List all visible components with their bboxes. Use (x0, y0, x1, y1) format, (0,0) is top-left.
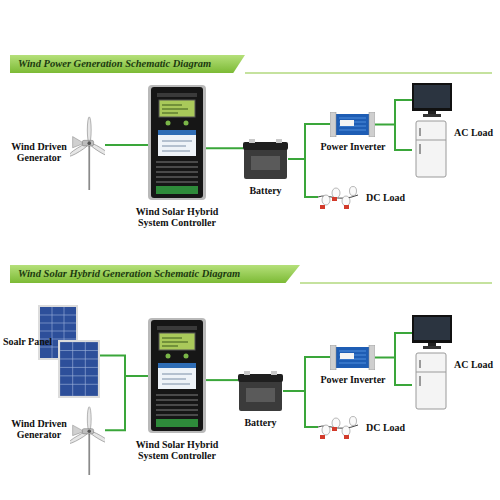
power-wire (105, 376, 148, 430)
power-wire (288, 159, 318, 197)
component-label: Wind Solar Hybrid System Controller (127, 439, 227, 461)
wind-power-illustration (67, 83, 452, 209)
component-label: Wind Driven Generator (8, 141, 70, 163)
component-label: Soalr Panel (3, 336, 63, 347)
tv-image (412, 315, 452, 349)
ac-load: AC Load (412, 315, 452, 410)
section-banner: Wind Power Generation Schematic Diagram (10, 55, 245, 73)
wind-generator: Wind Driven Generator (70, 405, 105, 475)
battery-image (238, 371, 283, 411)
banner-title: Wind Power Generation Schematic Diagram (18, 57, 243, 71)
inverter-image (330, 112, 375, 137)
charge-controller: Wind Solar Hybrid System Controller (148, 85, 206, 200)
power-wire (105, 144, 148, 146)
component-label: Battery (233, 185, 298, 196)
component-label: DC Load (366, 422, 416, 433)
power-wire (206, 379, 238, 381)
power-wire (283, 391, 318, 427)
banner-rule (245, 72, 492, 73)
battery: Battery (238, 370, 283, 412)
component-label: Power Inverter (313, 374, 393, 385)
wind-generator: Wind Driven Generator (70, 115, 105, 190)
solar-panel: Soalr Panel (38, 305, 100, 400)
banner-title: Wind Solar Hybrid Generation Schematic D… (18, 267, 298, 281)
banner-shape (10, 265, 300, 283)
hybrid-controller (148, 318, 206, 433)
dc-load: DC Load (318, 183, 358, 211)
power-inverter: Power Inverter (330, 112, 375, 137)
power-wire (100, 355, 148, 376)
dc-bulbs (318, 417, 358, 440)
component-label: AC Load (454, 359, 500, 370)
power-wire (206, 147, 243, 149)
banner-shape (10, 55, 245, 73)
wind-turbine (67, 117, 111, 190)
battery: Battery (243, 138, 288, 180)
battery-image (243, 139, 288, 179)
component-label: AC Load (454, 127, 500, 138)
power-inverter: Power Inverter (330, 345, 375, 370)
charge-controller: Wind Solar Hybrid System Controller (148, 318, 206, 433)
ac-load: AC Load (412, 83, 452, 178)
hybrid-illustration (38, 305, 452, 475)
component-label: Wind Driven Generator (8, 418, 70, 440)
fridge-image (416, 121, 446, 177)
component-label: Power Inverter (313, 141, 393, 152)
fridge-image (416, 353, 446, 409)
dc-bulbs (318, 187, 358, 210)
tv-image (412, 83, 452, 117)
section-banner: Wind Solar Hybrid Generation Schematic D… (10, 265, 300, 283)
wind-turbine (67, 407, 111, 475)
banner-rule (300, 282, 492, 283)
hybrid-controller (148, 85, 206, 200)
component-label: DC Load (366, 192, 416, 203)
dc-load: DC Load (318, 413, 358, 441)
component-label: Wind Solar Hybrid System Controller (127, 206, 227, 228)
inverter-image (330, 345, 375, 370)
solar-panel-image (58, 340, 100, 398)
component-label: Battery (228, 417, 293, 428)
